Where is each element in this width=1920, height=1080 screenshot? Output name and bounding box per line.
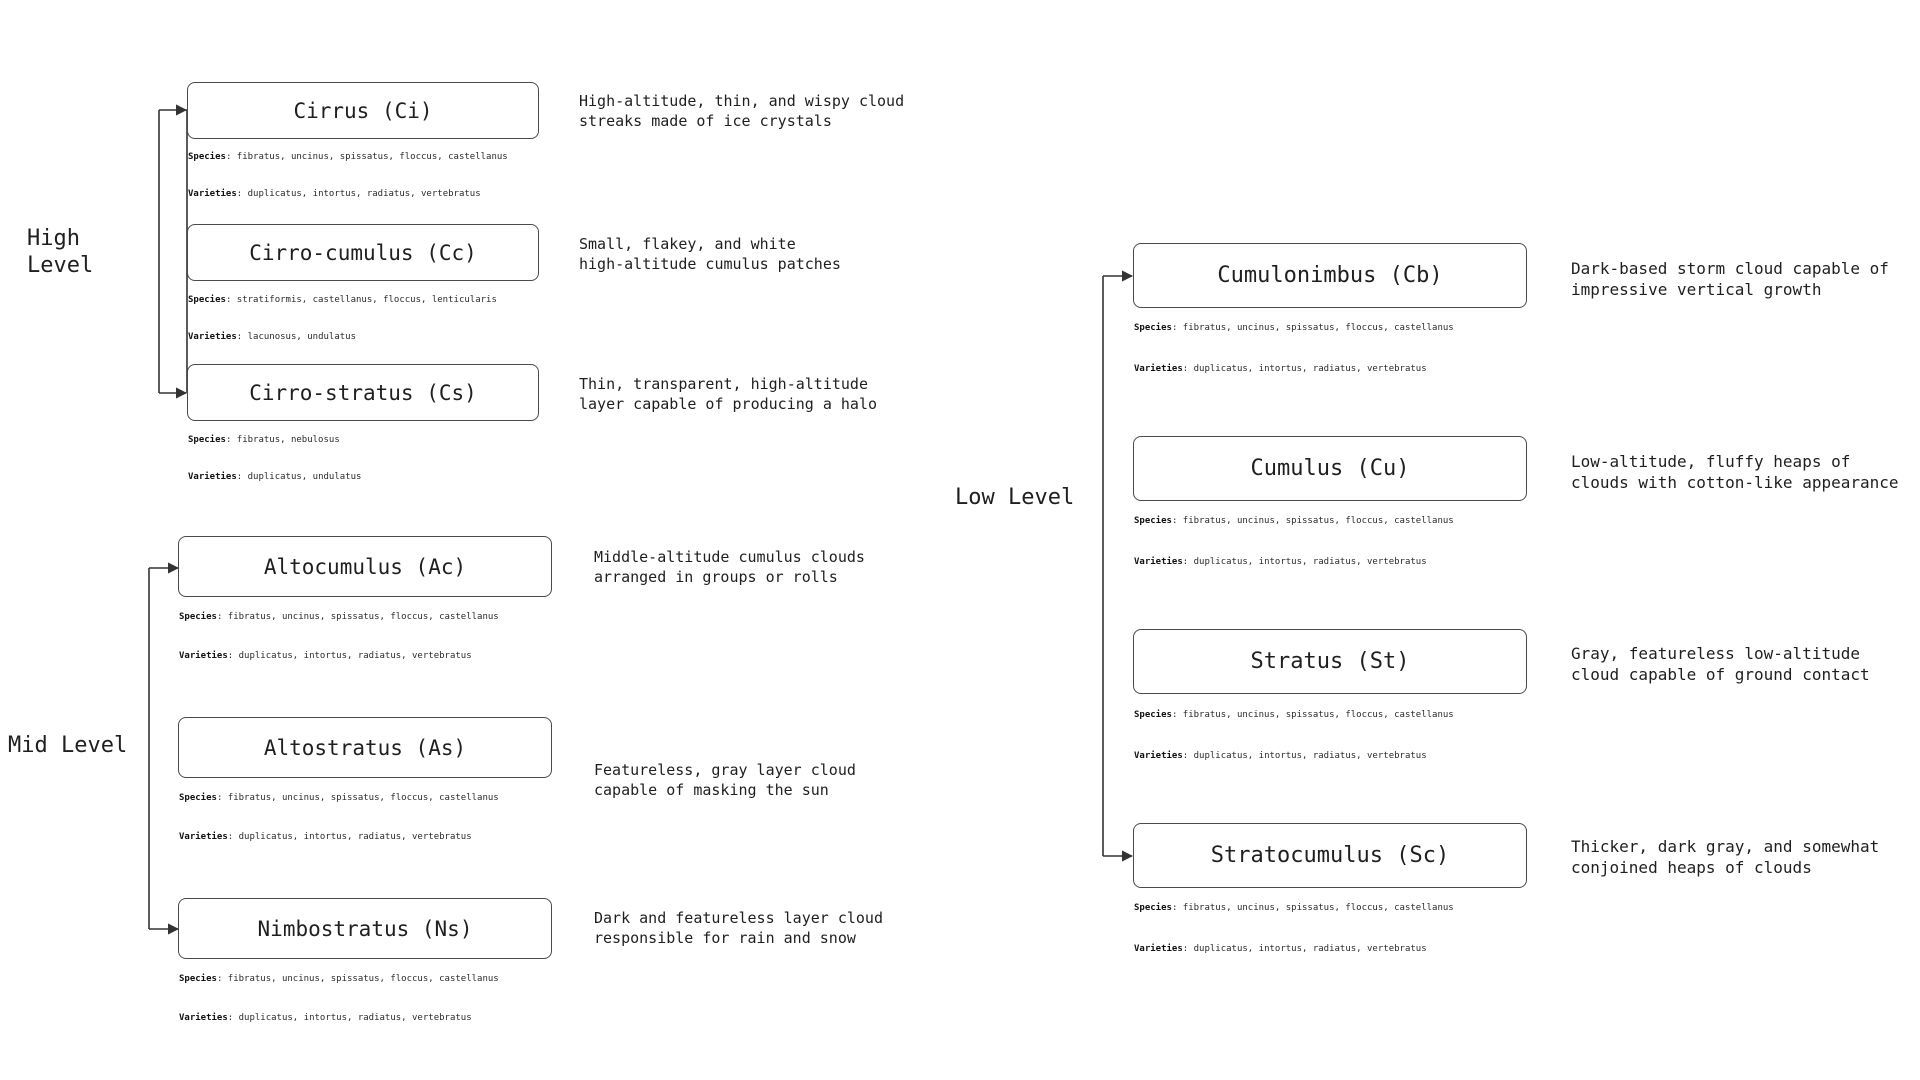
species-line: Species: fibratus, uncinus, spissatus, f… bbox=[1134, 903, 1454, 913]
level-label-high: High Level bbox=[27, 226, 94, 278]
cloud-description: Low-altitude, fluffy heaps of clouds wit… bbox=[1571, 452, 1899, 492]
species-line: Species: fibratus, uncinus, spissatus, f… bbox=[1134, 516, 1454, 526]
varieties-line: Varieties: duplicatus, intortus, radiatu… bbox=[179, 832, 472, 842]
varieties-line: Varieties: duplicatus, intortus, radiatu… bbox=[1134, 751, 1427, 761]
cloud-box-altocumulus: Altocumulus (Ac) bbox=[178, 536, 552, 597]
cloud-description: Gray, featureless low-altitude cloud cap… bbox=[1571, 644, 1870, 684]
species-line: Species: stratiformis, castellanus, floc… bbox=[188, 295, 497, 305]
cloud-box-stratocumulus: Stratocumulus (Sc) bbox=[1133, 823, 1527, 888]
cloud-box-cumulus: Cumulus (Cu) bbox=[1133, 436, 1527, 501]
varieties-line: Varieties: duplicatus, intortus, radiatu… bbox=[1134, 557, 1427, 567]
cloud-description: Dark-based storm cloud capable of impres… bbox=[1571, 259, 1889, 299]
cloud-description: Thin, transparent, high-altitude layer c… bbox=[579, 375, 878, 413]
cloud-box-cumulonimbus: Cumulonimbus (Cb) bbox=[1133, 243, 1527, 308]
species-line: Species: fibratus, uncinus, spissatus, f… bbox=[188, 152, 508, 162]
varieties-line: Varieties: lacunosus, undulatus bbox=[188, 332, 356, 342]
cloud-description: High-altitude, thin, and wispy cloud str… bbox=[579, 92, 905, 130]
cloud-description: Middle-altitude cumulus clouds arranged … bbox=[594, 548, 865, 586]
species-line: Species: fibratus, uncinus, spissatus, f… bbox=[1134, 323, 1454, 333]
varieties-line: Varieties: duplicatus, intortus, radiatu… bbox=[179, 1013, 472, 1023]
cloud-description: Featureless, gray layer cloud capable of… bbox=[594, 761, 856, 799]
level-label-mid: Mid Level bbox=[8, 733, 128, 758]
cloud-box-nimbostratus: Nimbostratus (Ns) bbox=[178, 898, 552, 959]
cloud-description: Thicker, dark gray, and somewhat conjoin… bbox=[1571, 837, 1880, 877]
cloud-box-cirrostratus: Cirro-stratus (Cs) bbox=[187, 364, 539, 421]
species-line: Species: fibratus, uncinus, spissatus, f… bbox=[179, 974, 499, 984]
varieties-line: Varieties: duplicatus, intortus, radiatu… bbox=[179, 651, 472, 661]
species-line: Species: fibratus, uncinus, spissatus, f… bbox=[1134, 710, 1454, 720]
cloud-box-altostratus: Altostratus (As) bbox=[178, 717, 552, 778]
cloud-box-cirrus: Cirrus (Ci) bbox=[187, 82, 539, 139]
varieties-line: Varieties: duplicatus, intortus, radiatu… bbox=[1134, 364, 1427, 374]
species-line: Species: fibratus, nebulosus bbox=[188, 435, 340, 445]
cloud-description: Small, flakey, and white high-altitude c… bbox=[579, 235, 841, 273]
varieties-line: Varieties: duplicatus, intortus, radiatu… bbox=[1134, 944, 1427, 954]
cloud-box-cirrocumulus: Cirro-cumulus (Cc) bbox=[187, 224, 539, 281]
species-line: Species: fibratus, uncinus, spissatus, f… bbox=[179, 612, 499, 622]
varieties-line: Varieties: duplicatus, intortus, radiatu… bbox=[188, 189, 481, 199]
level-label-low: Low Level bbox=[955, 485, 1075, 510]
varieties-line: Varieties: duplicatus, undulatus bbox=[188, 472, 362, 482]
cloud-box-stratus: Stratus (St) bbox=[1133, 629, 1527, 694]
species-line: Species: fibratus, uncinus, spissatus, f… bbox=[179, 793, 499, 803]
cloud-description: Dark and featureless layer cloud respons… bbox=[594, 909, 883, 947]
